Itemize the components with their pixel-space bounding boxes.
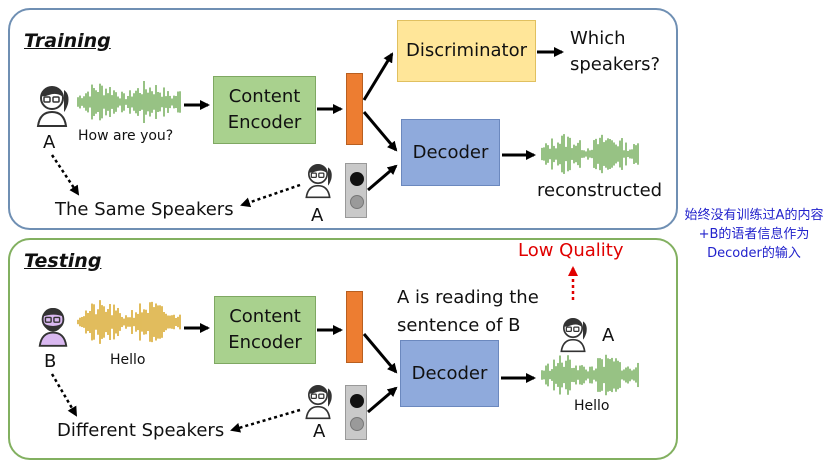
reading-note: A is reading the sentence of B: [397, 287, 539, 336]
person-b-icon: [36, 304, 70, 347]
speaker-a-label: A: [43, 132, 56, 153]
speaker-a2-label: A: [311, 205, 324, 226]
output-speaker-label: A: [602, 325, 615, 346]
speaker-b-label: B: [44, 351, 57, 372]
waveform-icon: [77, 80, 181, 124]
reconstructed-label: reconstructed: [537, 180, 663, 201]
reconstructed-waveform-icon: [541, 134, 639, 174]
testing-audio-caption: Hello: [110, 352, 146, 368]
side-note: 始终没有训练过A的内容+B的语者信息作为Decoder的输入: [684, 208, 824, 261]
training-decoder: Decoder: [401, 119, 500, 186]
person-a-icon: [34, 82, 70, 127]
training-content-encoder: Content Encoder: [213, 76, 316, 144]
speaker-selector-icon: [345, 385, 367, 440]
training-title: Training: [24, 30, 111, 52]
discriminator: Discriminator: [397, 20, 536, 82]
which-speakers-label: Which speakers?: [570, 28, 661, 75]
testing-latent-code: [346, 291, 363, 363]
training-latent-code: [346, 73, 363, 145]
waveform-icon: [77, 300, 181, 344]
person-a-icon: [303, 381, 333, 420]
testing-title: Testing: [24, 250, 102, 272]
low-quality-label: Low Quality: [518, 240, 624, 261]
different-speakers-label: Different Speakers: [57, 420, 225, 441]
output-waveform-icon: [541, 354, 639, 396]
testing-speaker-a-label: A: [313, 421, 326, 442]
speaker-selector-icon: [345, 163, 367, 218]
person-a-icon: [303, 160, 333, 199]
testing-content-encoder: Content Encoder: [214, 296, 316, 364]
person-a-icon: [558, 314, 588, 353]
testing-panel: [8, 238, 678, 460]
training-panel: [8, 8, 678, 230]
output-caption: Hello: [574, 398, 610, 414]
same-speakers-label: The Same Speakers: [55, 199, 234, 220]
training-audio-caption: How are you?: [78, 128, 174, 144]
testing-decoder: Decoder: [400, 340, 499, 407]
